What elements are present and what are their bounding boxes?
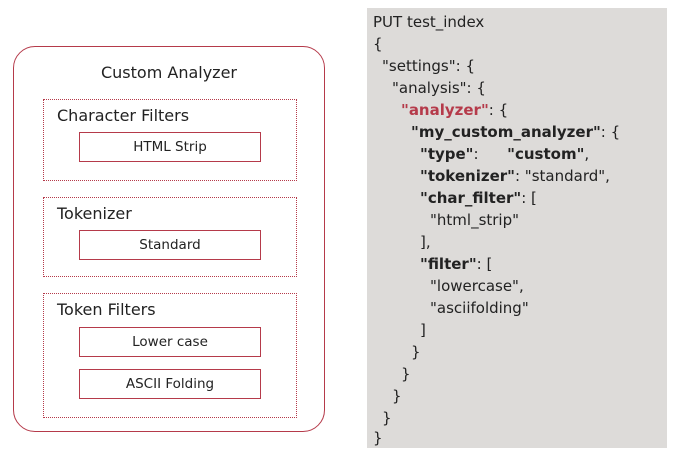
token-filters-group: Token Filters Lower case ASCII Folding — [43, 293, 297, 418]
standard-box: Standard — [79, 230, 261, 260]
code-line-asciifolding: "asciifolding" — [430, 299, 529, 317]
analyzer-title: Custom Analyzer — [100, 63, 237, 82]
code-line-settings: "settings": { — [382, 57, 475, 75]
lower-case-box: Lower case — [79, 327, 261, 357]
ascii-folding-box: ASCII Folding — [79, 369, 261, 399]
code-line-close-bracket-1: ], — [420, 233, 431, 251]
code-line-close-brace-1: } — [411, 343, 421, 361]
code-line-filter: "filter": [ — [420, 255, 493, 273]
tokenizer-group: Tokenizer Standard — [43, 197, 297, 277]
character-filters-group: Character Filters HTML Strip — [43, 99, 297, 181]
code-line-tokenizer: "tokenizer": "standard", — [420, 167, 610, 185]
html-strip-box: HTML Strip — [79, 132, 261, 162]
tokenizer-title: Tokenizer — [57, 204, 132, 223]
code-line-type: "type": "custom", — [420, 145, 590, 163]
code-line-close-brace-3: } — [392, 387, 402, 405]
code-line-analyzer: "analyzer": { — [401, 101, 509, 119]
code-line-close-brace-4: } — [382, 409, 392, 427]
code-line-my-custom-analyzer: "my_custom_analyzer": { — [411, 123, 621, 141]
code-line-close-brace-2: } — [401, 365, 411, 383]
code-line-analysis: "analysis": { — [392, 79, 486, 97]
code-line-lowercase: "lowercase", — [430, 277, 524, 295]
code-line-close-bracket-2: ] — [420, 321, 426, 339]
character-filters-title: Character Filters — [57, 106, 190, 125]
code-panel: PUT test_index { "settings": { "analysis… — [367, 8, 667, 448]
code-line-close-brace-5: } — [373, 429, 383, 447]
code-line-html-strip: "html_strip" — [430, 211, 520, 229]
code-line-open-brace: { — [373, 35, 383, 53]
code-line-put: PUT test_index — [373, 13, 485, 31]
custom-analyzer-box: Custom Analyzer Character Filters HTML S… — [13, 46, 325, 432]
analyzer-key: "analyzer" — [401, 101, 489, 119]
token-filters-title: Token Filters — [57, 300, 156, 319]
code-line-char-filter: "char_filter": [ — [420, 189, 537, 207]
